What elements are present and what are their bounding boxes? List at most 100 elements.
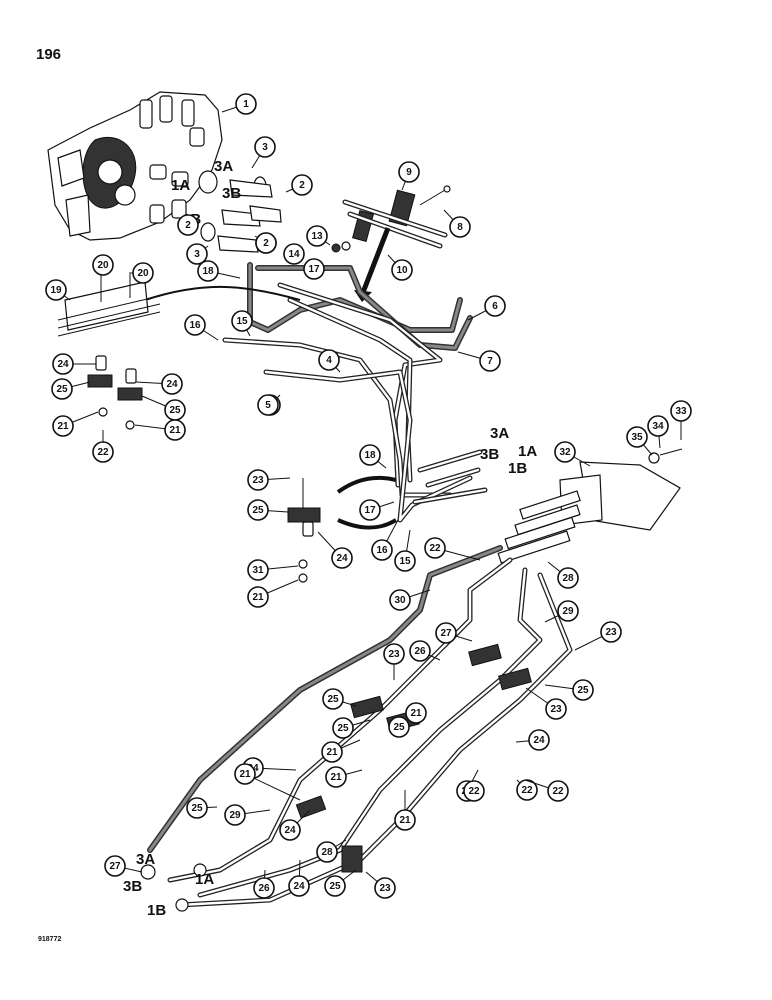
- callout-18: 18: [197, 260, 241, 282]
- callout-bubble: [51, 378, 73, 400]
- middle-port-label-3b: 3B: [480, 446, 499, 463]
- callout-number: 27: [109, 861, 121, 872]
- callout-number: 23: [379, 883, 391, 894]
- callout-number: 20: [97, 260, 109, 271]
- callout-number: 1: [243, 99, 249, 110]
- callout-bubble: [405, 702, 427, 724]
- callout-bubble: [626, 426, 648, 448]
- callout-number: 21: [330, 772, 342, 783]
- callout-bubble: [547, 780, 569, 802]
- callout-20: 20: [131, 262, 154, 284]
- callout-number: 25: [56, 384, 68, 395]
- callout-bubble: [670, 400, 692, 422]
- callout-bubble: [331, 547, 353, 569]
- callout-bubble: [318, 349, 340, 371]
- bottom-port-label-3a: 3A: [136, 851, 155, 868]
- callout-16: 16: [371, 519, 399, 561]
- callout-number: 25: [191, 803, 203, 814]
- callout-number: 23: [252, 475, 264, 486]
- callout-18: 18: [359, 444, 387, 469]
- callout-number: 14: [288, 249, 300, 260]
- valve-port-label-3b: 3B: [222, 185, 241, 202]
- callout-bubble: [435, 622, 457, 644]
- callout-bubble: [161, 373, 183, 395]
- callout-bubble: [164, 419, 186, 441]
- callout-23: 23: [525, 687, 567, 720]
- callout-8: 8: [443, 209, 471, 238]
- callout-number: 21: [252, 592, 264, 603]
- callout-bubble: [104, 855, 126, 877]
- callout-number: 25: [252, 505, 264, 516]
- callout-bubble: [600, 621, 622, 643]
- callout-34: 34: [647, 415, 669, 449]
- callout-number: 13: [311, 231, 323, 242]
- callout-bubble: [371, 539, 393, 561]
- callout-bubble: [398, 161, 420, 183]
- callout-22: 22: [463, 780, 485, 802]
- callout-24: 24: [52, 353, 96, 375]
- callout-number: 26: [414, 646, 426, 657]
- callout-bubble: [177, 214, 199, 236]
- callout-number: 18: [364, 450, 376, 461]
- callout-bubble: [255, 232, 277, 254]
- adapter-fittings: [198, 170, 282, 253]
- upper-tube-bundle: [144, 262, 488, 523]
- callout-bubble: [484, 295, 506, 317]
- callout-number: 25: [327, 694, 339, 705]
- callout-number: 23: [550, 704, 562, 715]
- upper-clamp-assembly: [331, 185, 451, 302]
- callout-bubble: [388, 716, 410, 738]
- callout-number: 8: [457, 222, 463, 233]
- callout-bubble: [186, 243, 208, 265]
- callout-35: 35: [626, 426, 653, 456]
- callout-bubble: [45, 279, 67, 301]
- callout-bubble: [254, 136, 276, 158]
- callout-number: 35: [631, 432, 643, 443]
- callout-bubble: [52, 353, 74, 375]
- callout-number: 27: [440, 628, 452, 639]
- callout-bubble: [247, 499, 269, 521]
- callout-bubble: [374, 877, 396, 899]
- callout-6: 6: [467, 295, 506, 321]
- callout-number: 2: [263, 238, 269, 249]
- callout-bubble: [557, 567, 579, 589]
- callout-bubble: [647, 415, 669, 437]
- callout-1: 1: [221, 93, 257, 115]
- callout-bubble: [306, 225, 328, 247]
- callout-24: 24: [135, 373, 183, 395]
- callout-number: 29: [562, 606, 574, 617]
- callout-number: 17: [364, 505, 376, 516]
- callout-21: 21: [247, 579, 299, 608]
- callout-number: 25: [393, 722, 405, 733]
- callout-number: 10: [396, 265, 408, 276]
- callout-2: 2: [255, 232, 277, 254]
- callout-number: 5: [265, 400, 271, 411]
- callout-17: 17: [359, 499, 395, 521]
- callout-group: 1329829131432102020181761916154724152452…: [45, 93, 692, 899]
- callout-bubble: [528, 729, 550, 751]
- callout-number: 2: [299, 180, 305, 191]
- callout-25: 25: [247, 499, 289, 521]
- callout-bubble: [184, 314, 206, 336]
- callout-bubble: [389, 589, 411, 611]
- callout-bubble: [554, 441, 576, 463]
- callout-bubble: [52, 415, 74, 437]
- callout-bubble: [234, 763, 256, 785]
- callout-bubble: [92, 441, 114, 463]
- callout-bubble: [516, 779, 538, 801]
- middle-port-label-3a: 3A: [490, 425, 509, 442]
- bottom-port-label-3b: 3B: [123, 878, 142, 895]
- callout-16: 16: [184, 314, 219, 341]
- callout-27: 27: [104, 855, 143, 877]
- figure-code: 918772: [38, 936, 62, 943]
- callout-29: 29: [224, 804, 271, 826]
- callout-number: 25: [577, 685, 589, 696]
- callout-bubble: [321, 741, 343, 763]
- callout-28: 28: [316, 839, 347, 863]
- callout-number: 24: [284, 825, 296, 836]
- callout-22: 22: [516, 779, 538, 801]
- callout-25: 25: [322, 688, 357, 710]
- callout-bubble: [324, 875, 346, 897]
